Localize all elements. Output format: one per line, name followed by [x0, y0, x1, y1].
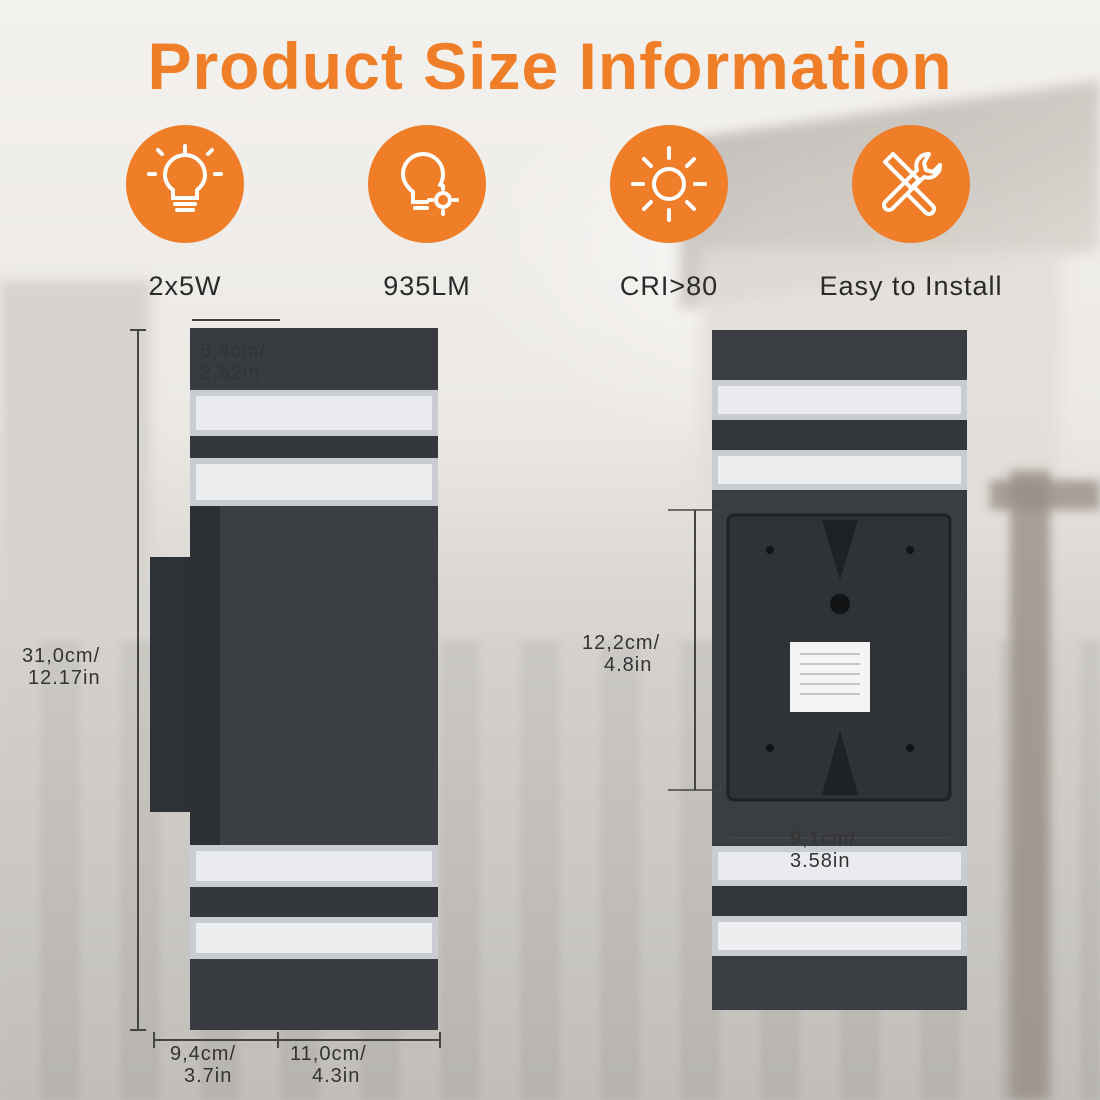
- dim-plate-width: 9,1cm/3.58in: [790, 828, 857, 872]
- page-title: Product Size Information: [147, 29, 953, 103]
- tools-icon: [852, 125, 970, 243]
- bulb-icon: [126, 125, 244, 243]
- feature-label: 935LM: [383, 271, 471, 301]
- feature-power: 2x5W: [75, 125, 295, 302]
- feature-label: CRI>80: [619, 271, 719, 301]
- feature-label: 2x5W: [148, 271, 222, 301]
- feature-install: Easy to Install: [801, 125, 1021, 302]
- dim-plate-height: 12,2cm/4.8in: [582, 632, 661, 676]
- lamp-back-view: [0, 0, 967, 1010]
- dim-width: 11,0cm/4.3in: [290, 1043, 367, 1087]
- dim-depth: 9,4cm/3.7in: [170, 1043, 237, 1087]
- dim-height: 31,0cm/12.17in: [22, 645, 101, 689]
- sun-icon: [610, 125, 728, 243]
- bulb-sun-icon: [368, 125, 486, 243]
- feature-cri: CRI>80: [559, 125, 779, 302]
- lamp-front-view: [0, 0, 441, 1048]
- feature-label: Easy to Install: [819, 271, 1003, 301]
- dim-top-width: 6,4cm/2,52in: [200, 340, 267, 384]
- feature-lumens: 935LM: [317, 125, 537, 302]
